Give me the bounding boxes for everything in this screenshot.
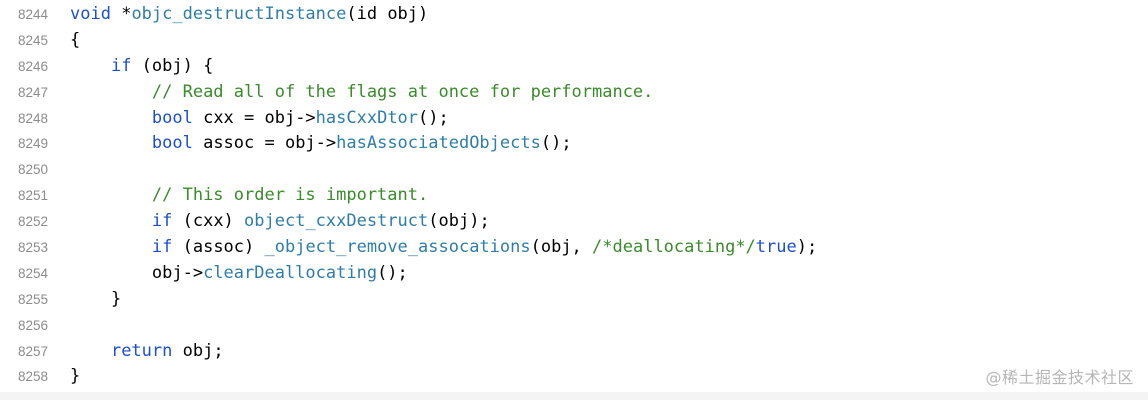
code-line[interactable]: 8252 if (cxx) object_cxxDestruct(obj); xyxy=(0,209,1148,235)
code-token: ); xyxy=(796,237,818,258)
function-token: clearDeallocating xyxy=(203,262,378,283)
code-token: } xyxy=(70,288,122,309)
keyword-token: if xyxy=(151,237,173,258)
function-token: objc_destructInstance xyxy=(131,4,347,24)
code-line[interactable]: 8250 xyxy=(0,157,1148,183)
code-line[interactable]: 8256 xyxy=(0,313,1148,339)
line-content: return obj; xyxy=(70,339,224,365)
line-number: 8244 xyxy=(17,7,48,22)
line-number: 8249 xyxy=(17,136,48,152)
code-token: (obj) { xyxy=(131,55,214,76)
code-line[interactable]: 8249 bool assoc = obj->hasAssociatedObje… xyxy=(0,131,1148,157)
code-token xyxy=(70,133,152,153)
code-token: cxx = obj-> xyxy=(192,107,316,128)
code-token xyxy=(70,237,152,257)
code-token xyxy=(70,341,111,361)
code-token: assoc = obj-> xyxy=(192,133,337,154)
code-line[interactable]: 8251 // This order is important. xyxy=(0,183,1148,209)
comment-token: // Read all of the flags at once for per… xyxy=(151,81,654,102)
line-content: bool assoc = obj->hasAssociatedObjects()… xyxy=(70,131,572,157)
comment-token: /*deallocating*/ xyxy=(592,237,756,258)
keyword-token: bool xyxy=(151,107,193,128)
code-token: (obj, xyxy=(530,237,593,258)
code-token: obj-> xyxy=(70,262,204,283)
function-token: hasCxxDtor xyxy=(315,107,419,128)
keyword-token: bool xyxy=(151,133,193,154)
line-number: 8247 xyxy=(17,84,48,100)
line-number: 8256 xyxy=(17,317,48,333)
line-number: 8255 xyxy=(17,291,48,307)
line-number: 8245 xyxy=(17,32,48,48)
line-content: // Read all of the flags at once for per… xyxy=(70,80,654,106)
code-token: (obj); xyxy=(428,211,490,232)
code-token: * xyxy=(110,4,132,24)
code-line[interactable]: 8248 bool cxx = obj->hasCxxDtor(); xyxy=(0,106,1148,132)
line-content: bool cxx = obj->hasCxxDtor(); xyxy=(70,106,449,132)
code-line[interactable]: 8258} xyxy=(0,364,1148,390)
line-number: 8246 xyxy=(17,58,48,74)
code-line[interactable]: 8246 if (obj) { xyxy=(0,54,1148,80)
keyword-token: void xyxy=(70,4,111,24)
function-token: object_cxxDestruct xyxy=(244,211,429,232)
line-content: void *objc_destructInstance(id obj) xyxy=(70,2,428,28)
code-line[interactable]: 8245 { xyxy=(0,28,1148,54)
code-token: obj; xyxy=(172,340,224,361)
scroll-edge xyxy=(0,392,1148,400)
line-content: if (cxx) object_cxxDestruct(obj); xyxy=(70,209,490,235)
code-token: (); xyxy=(377,262,408,283)
keyword-token: true xyxy=(755,237,797,258)
line-number: 8251 xyxy=(17,188,48,204)
line-number: 8258 xyxy=(17,369,48,385)
line-number: 8248 xyxy=(17,110,48,126)
code-token: (assoc) xyxy=(172,237,265,258)
code-token xyxy=(70,108,152,128)
code-line[interactable]: 8244 void *objc_destructInstance(id obj) xyxy=(0,2,1148,28)
code-line[interactable]: 8257 return obj; xyxy=(0,339,1148,365)
line-content: if (assoc) _object_remove_assocations(ob… xyxy=(70,235,817,261)
line-number: 8253 xyxy=(17,240,48,256)
function-token: _object_remove_assocations xyxy=(264,237,531,258)
line-content: obj->clearDeallocating(); xyxy=(70,261,408,287)
function-token: hasAssociatedObjects xyxy=(336,133,541,154)
line-number: 8257 xyxy=(17,343,48,359)
line-content: // This order is important. xyxy=(70,183,428,209)
keyword-token: if xyxy=(110,55,132,76)
comment-token: // This order is important. xyxy=(151,185,429,206)
code-line[interactable]: 8254 obj->clearDeallocating(); xyxy=(0,261,1148,287)
code-token: (); xyxy=(418,107,449,128)
code-token xyxy=(70,82,152,102)
code-token xyxy=(70,56,111,76)
code-token: (id obj) xyxy=(346,4,429,24)
line-number: 8254 xyxy=(17,265,48,281)
line-content: } xyxy=(70,287,121,313)
code-token: (cxx) xyxy=(172,211,245,232)
code-line[interactable]: 8247 // Read all of the flags at once fo… xyxy=(0,80,1148,106)
code-token xyxy=(70,185,152,205)
code-token: (); xyxy=(540,133,572,154)
code-token: { xyxy=(70,29,81,50)
code-token: } xyxy=(70,366,81,387)
line-number: 8250 xyxy=(17,162,48,178)
line-content: if (obj) { xyxy=(70,54,213,80)
watermark: @稀土掘金技术社区 xyxy=(985,368,1134,387)
line-content: } xyxy=(70,364,80,390)
code-token xyxy=(70,211,152,231)
line-content: { xyxy=(70,28,80,54)
keyword-token: return xyxy=(110,340,173,361)
line-number: 8252 xyxy=(17,214,48,230)
code-line[interactable]: 8255 } xyxy=(0,287,1148,313)
code-line[interactable]: 8253 if (assoc) _object_remove_assocatio… xyxy=(0,235,1148,261)
keyword-token: if xyxy=(151,211,173,232)
